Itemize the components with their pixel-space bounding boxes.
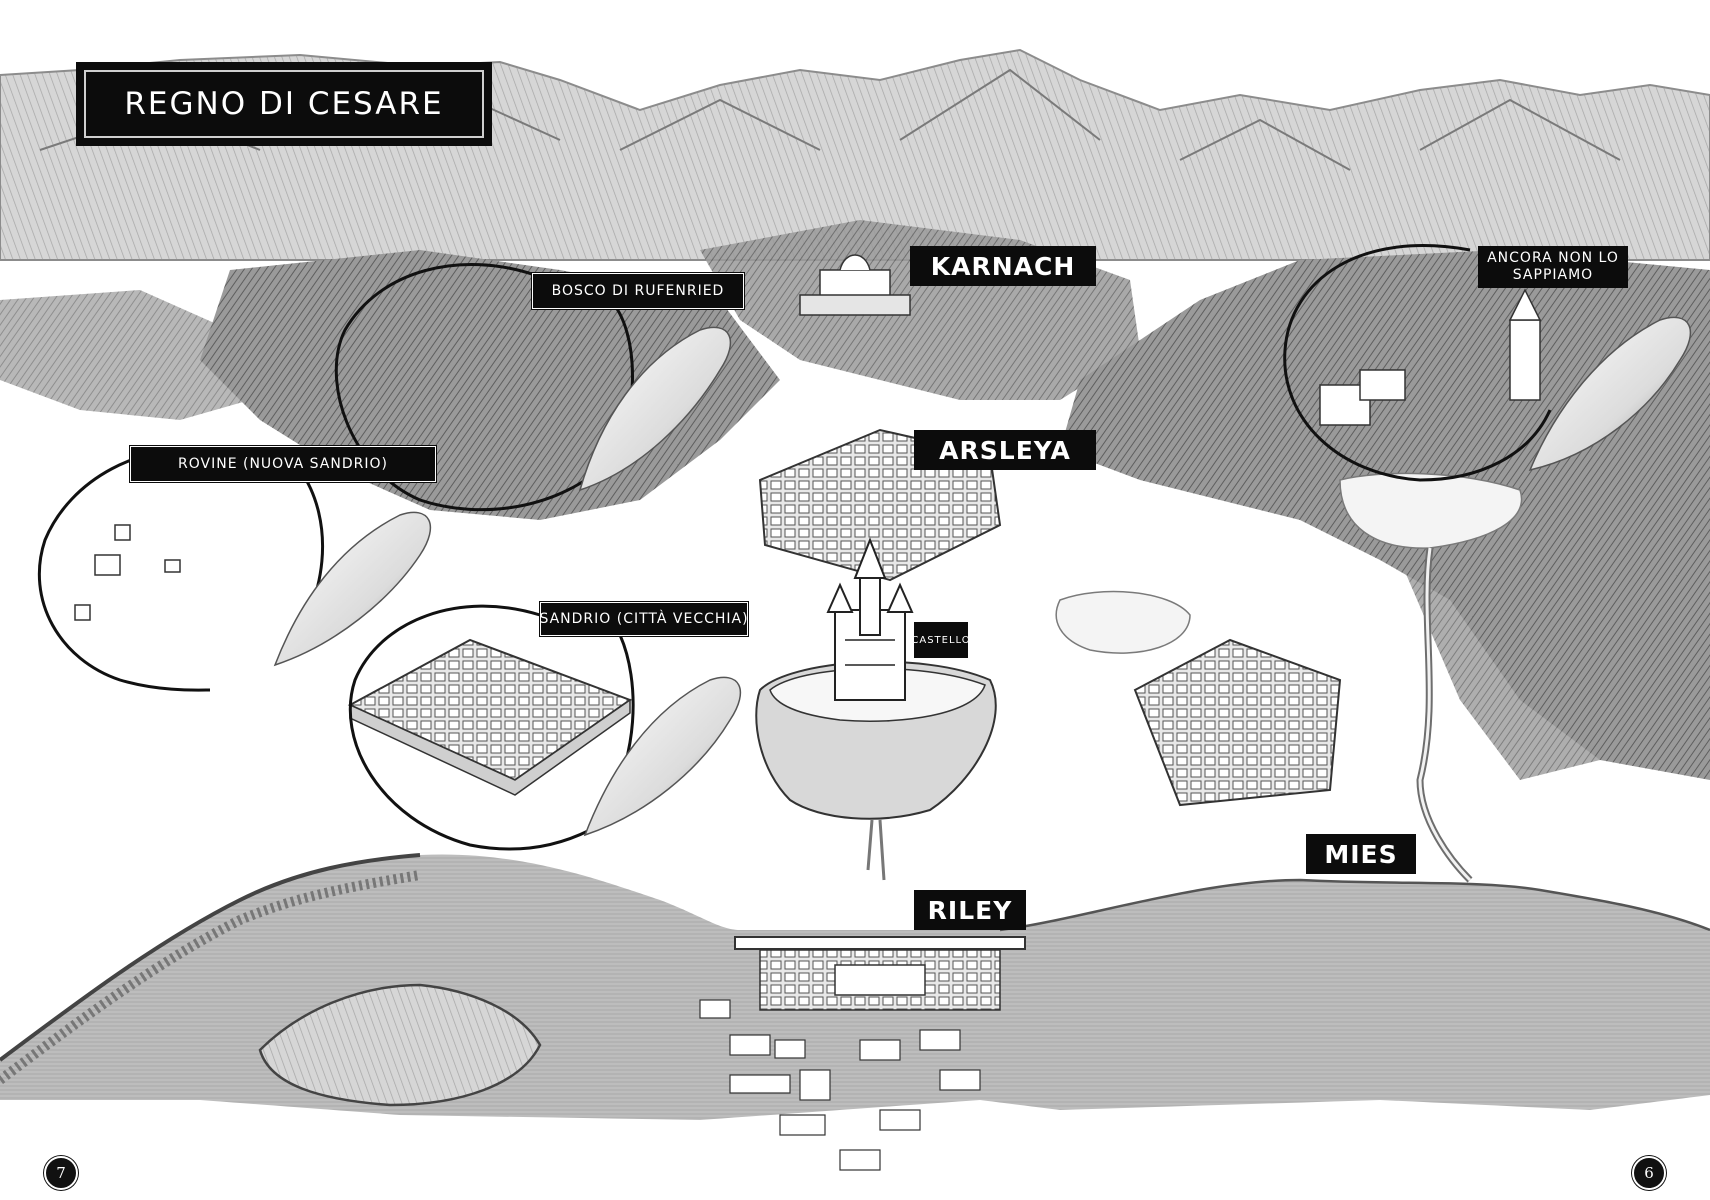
label-bosco-di-rufenried: BOSCO DI RUFENRIED: [531, 272, 745, 310]
inset-circle-ancora: [1283, 244, 1552, 482]
forest-west: [0, 290, 250, 420]
eastern-city: [1133, 638, 1342, 807]
map-title: REGNO DI CESARE: [124, 86, 444, 122]
quill-feather-rovine: [273, 511, 431, 667]
label-sandrio-citta-vecchia: SANDRIO (CITTÀ VECCHIA): [539, 601, 749, 637]
coastline-east: [999, 878, 1710, 932]
island: [258, 983, 542, 1107]
inset-circle-rovine: [37, 447, 221, 692]
karnach-town: [799, 254, 911, 316]
unknown-tower: [1319, 288, 1542, 426]
quill-feather-sandrio: [583, 676, 741, 837]
river-inner: [1418, 547, 1472, 882]
cliff-west: [0, 853, 421, 1062]
quill-feather-ancora: [1528, 316, 1691, 472]
label-arsleya: ARSLEYA: [914, 430, 1096, 470]
ruins-new-sandrio: [74, 524, 181, 621]
cliff-west-face: [0, 870, 421, 1085]
lake-north-east: [1339, 472, 1523, 549]
label-castello: CASTELLO: [911, 622, 970, 658]
label-ancora-non-lo-sappiamo: ANCORA NON LO SAPPIAMO: [1478, 246, 1628, 288]
inset-circle-sandrio: [348, 604, 591, 851]
label-rovine-nuova-sandrio: ROVINE (NUOVA SANDRIO): [129, 445, 437, 483]
castle-building: [826, 537, 914, 701]
label-karnach: KARNACH: [910, 246, 1096, 286]
label-riley: RILEY: [914, 890, 1026, 930]
label-mies: MIES: [1306, 834, 1416, 874]
page-number-left: 7: [44, 1156, 78, 1190]
lake-middle: [1055, 590, 1191, 654]
waterfall: [866, 819, 886, 881]
forest-river: [1400, 560, 1600, 780]
riley-port-town: [699, 936, 1026, 1171]
page-number-right: 6: [1632, 1156, 1666, 1190]
quill-feather-bosco: [578, 326, 731, 492]
map-title-box: REGNO DI CESARE: [76, 62, 492, 146]
